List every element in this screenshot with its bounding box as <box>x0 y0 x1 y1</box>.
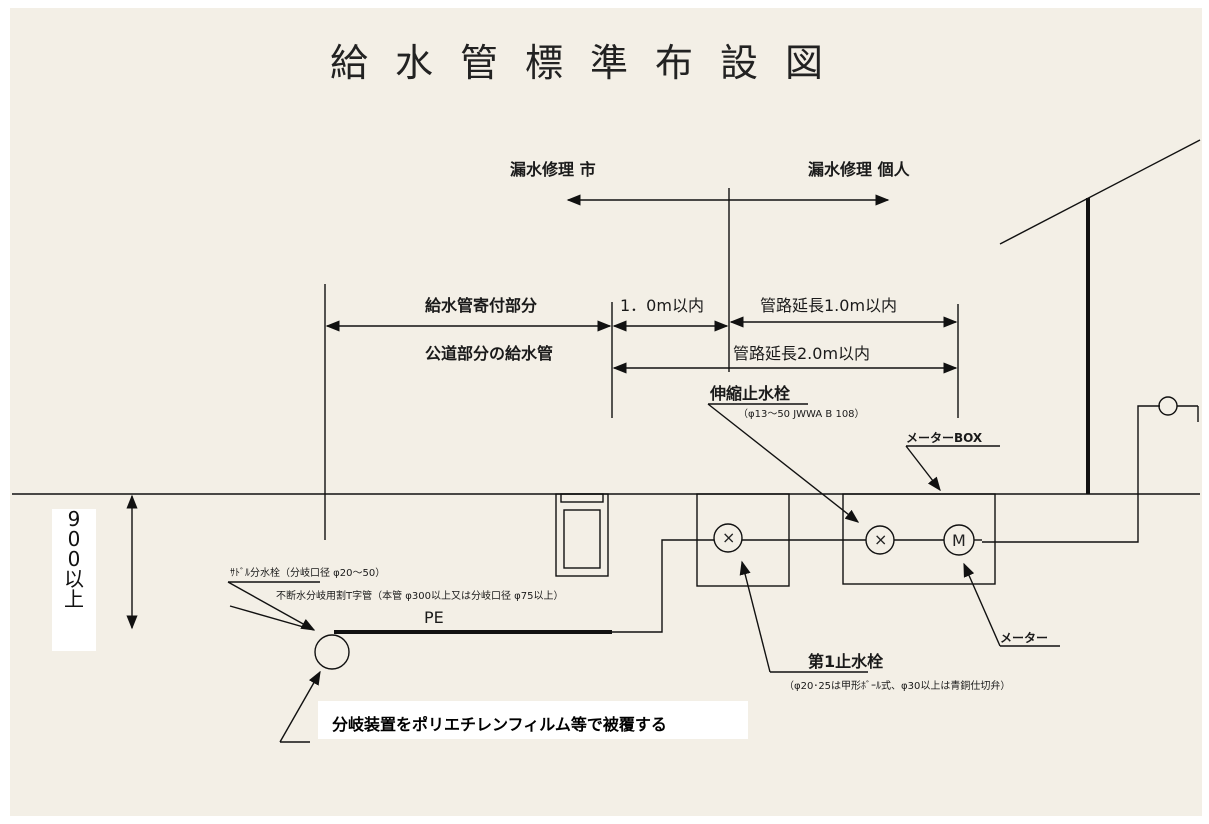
pe-label: PE <box>424 608 444 627</box>
service-pipe <box>612 539 714 633</box>
first-valve-circle <box>713 523 743 553</box>
first-valve-mark: × <box>722 528 736 547</box>
pipe-ext-2m-label: 管路延長2.0m以内 <box>733 344 871 363</box>
depth-char: 0 <box>67 527 81 551</box>
diagram-title: 給水管標準布設図 <box>330 41 851 85</box>
public-road-label: 公道部分の給水管 <box>425 344 554 363</box>
house-roof <box>999 139 1201 245</box>
depth-char: 0 <box>67 547 81 571</box>
meter-box <box>842 493 996 585</box>
depth-char: 以 <box>64 567 84 591</box>
meter-label: メーター <box>1000 631 1049 645</box>
leak-city-label: 漏水修理 市 <box>510 160 596 179</box>
telescopic-valve-label: 伸縮止水栓 <box>710 384 791 403</box>
telescopic-valve-circle <box>865 525 895 555</box>
meter-circle <box>943 524 975 556</box>
leak-private-label: 漏水修理 個人 <box>808 160 910 179</box>
first-valve-spec-label: （φ20･25は甲形ﾎﾞｰﾙ式、φ30以上は青銅仕切弁） <box>784 681 1011 692</box>
paper-background <box>10 8 1202 816</box>
tee-label: 不断水分岐用割T字管（本管 φ300以上又は分岐口径 φ75以上） <box>276 591 564 602</box>
pipe-ext-1m-label: 管路延長1.0m以内 <box>760 296 898 315</box>
faucet-head <box>1158 396 1178 416</box>
meter-mark: M <box>952 531 966 550</box>
attached-part-label: 給水管寄付部分 <box>425 296 538 315</box>
depth-char: 9 <box>67 507 81 531</box>
first-valve-label: 第1止水栓 <box>808 652 884 671</box>
telescopic-valve-mark: × <box>874 530 888 549</box>
within-1m-label: 1．0m以内 <box>620 296 704 315</box>
telescopic-spec-label: （φ13～50 JWWA B 108） <box>738 409 865 420</box>
covering-note: 分岐装置をポリエチレンフィルム等で被覆する <box>318 701 748 739</box>
faucet-pipe <box>982 405 1160 543</box>
depth-char: 上 <box>64 587 84 611</box>
meter-box-label: メーターBOX <box>906 431 983 445</box>
covering-label: 分岐装置をポリエチレンフィルム等で被覆する <box>332 715 667 734</box>
saddle-label: ｻﾄﾞﾙ分水栓（分岐口径 φ20～50） <box>230 568 386 579</box>
depth-label: 9 0 0 以 上 <box>52 509 96 651</box>
main-pipe <box>314 634 350 670</box>
